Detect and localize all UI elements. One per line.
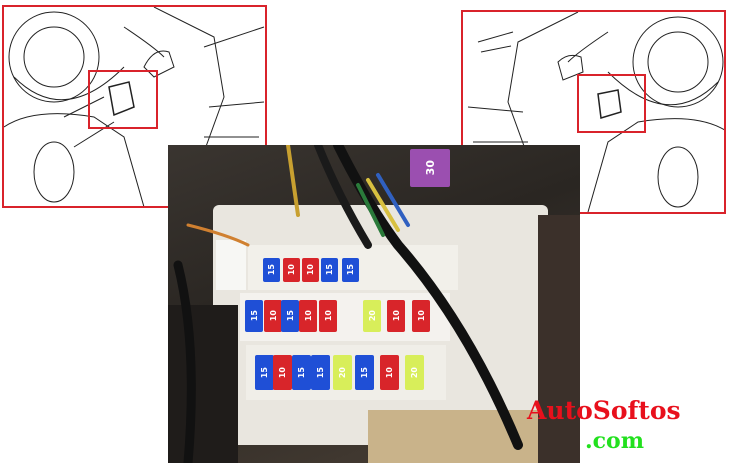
fuse-rating: 10 — [323, 310, 333, 322]
fuse-rating: 10 — [391, 310, 401, 322]
fuse-rating: 15 — [267, 264, 276, 276]
fuse-10a: 10 — [299, 300, 317, 332]
fuse-rating: 15 — [325, 264, 334, 276]
fuse-rating: 10 — [416, 310, 426, 322]
fuse-rating: 15 — [297, 366, 306, 379]
highlight-box — [88, 70, 158, 129]
connector — [216, 240, 246, 290]
fuse-20a: 20 — [363, 300, 381, 332]
fuse-rating: 10 — [306, 264, 315, 276]
fuse-10a: 10 — [412, 300, 430, 332]
right-bracket — [538, 215, 580, 463]
watermark-brand: AutoSoftos — [527, 396, 681, 425]
fuse-rating: 15 — [316, 366, 325, 379]
fuse-rating: 10 — [385, 366, 394, 379]
left-dashboard-diagram — [2, 5, 267, 208]
fuse-10a: 10 — [273, 355, 292, 390]
highlight-box — [577, 74, 646, 133]
fuse-10a: 10 — [264, 300, 282, 332]
fuse-15a: 15 — [321, 258, 338, 282]
fuse-rating: 20 — [410, 366, 419, 379]
fuse-rating: 15 — [249, 310, 259, 322]
dark-foreground — [168, 305, 238, 463]
fuse-rating: 10 — [278, 366, 287, 379]
fuse-15a: 15 — [355, 355, 374, 390]
fuse-rating: 15 — [285, 310, 295, 322]
fuse-rating: 15 — [346, 264, 355, 276]
watermark-domain: .com — [585, 428, 645, 454]
fuse-10a: 10 — [283, 258, 300, 282]
fuse-15a: 15 — [292, 355, 311, 390]
fuse-rating: 10 — [268, 310, 278, 322]
fuse-box-photo: 15 10 10 15 15 15 10 15 10 10 20 10 10 15 10 15 15 20 15 10… — [168, 145, 580, 463]
fuse-rating: 10 — [303, 310, 313, 322]
fuse-15a: 15 — [342, 258, 359, 282]
fuse-10a: 10 — [380, 355, 399, 390]
fuse-rating: 20 — [367, 310, 377, 322]
dashboard-line-drawing-right — [467, 12, 724, 212]
fuse-20a: 20 — [333, 355, 352, 390]
fuse-rating: 10 — [287, 264, 296, 276]
fuse-15a: 15 — [311, 355, 330, 390]
fuse-rating: 15 — [360, 366, 369, 379]
fuse-15a: 15 — [281, 300, 299, 332]
fuse-rating: 30 — [423, 160, 437, 176]
fuse-10a: 10 — [302, 258, 319, 282]
fuse-rating: 15 — [260, 366, 269, 379]
fuse-15a: 15 — [245, 300, 263, 332]
fuse-rating: 20 — [338, 366, 347, 379]
fuse-20a: 20 — [405, 355, 424, 390]
fuse-15a: 15 — [263, 258, 280, 282]
fuse-10a: 10 — [387, 300, 405, 332]
fuse-10a: 10 — [319, 300, 337, 332]
wiring-harness — [173, 145, 523, 463]
fuse-15a: 15 — [255, 355, 274, 390]
fuse-30a-top: 30 — [410, 149, 450, 187]
